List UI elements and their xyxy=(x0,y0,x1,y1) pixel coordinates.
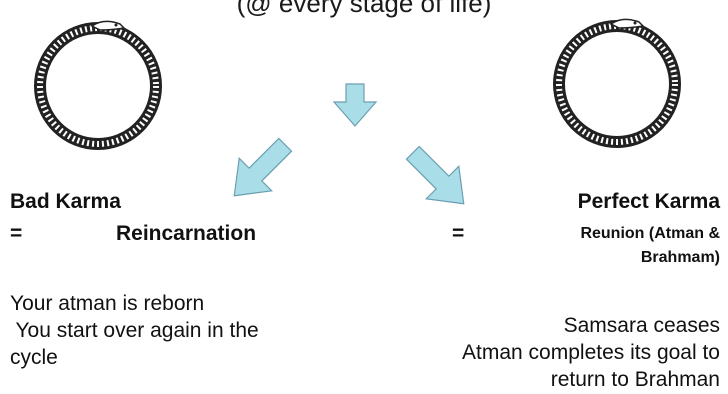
top-caption: (@ every stage of life) xyxy=(236,0,492,18)
reunion-label: Reunion (Atman & Brahmam) xyxy=(470,222,720,270)
description-line: Your atman is reborn xyxy=(10,292,205,315)
description-line: Samsara ceases xyxy=(563,314,720,337)
description-line: cycle xyxy=(10,346,58,369)
equals-sign: = xyxy=(10,222,23,245)
description-line: return to Brahman xyxy=(550,368,720,391)
perfect-karma-title: Perfect Karma xyxy=(577,190,720,213)
arrow-down-left-icon xyxy=(233,137,293,197)
arrow-down-right-icon xyxy=(405,145,465,205)
description-line: You start over again in the xyxy=(10,319,259,342)
arrow-down-icon xyxy=(332,83,378,127)
reincarnation-label: Reincarnation xyxy=(116,222,257,245)
bad-karma-description: Your atman is reborn You start over agai… xyxy=(10,290,259,371)
reunion-line: Brahmam) xyxy=(640,249,720,266)
perfect-karma-description: Samsara ceases Atman completes its goal … xyxy=(462,312,720,393)
ouroboros-snake-icon xyxy=(34,20,162,150)
equals-sign: = xyxy=(452,222,465,245)
reunion-line: Reunion (Atman & xyxy=(580,225,720,242)
ouroboros-snake-icon xyxy=(553,18,681,148)
description-line: Atman completes its goal to xyxy=(462,341,720,364)
bad-karma-title: Bad Karma xyxy=(10,190,121,213)
